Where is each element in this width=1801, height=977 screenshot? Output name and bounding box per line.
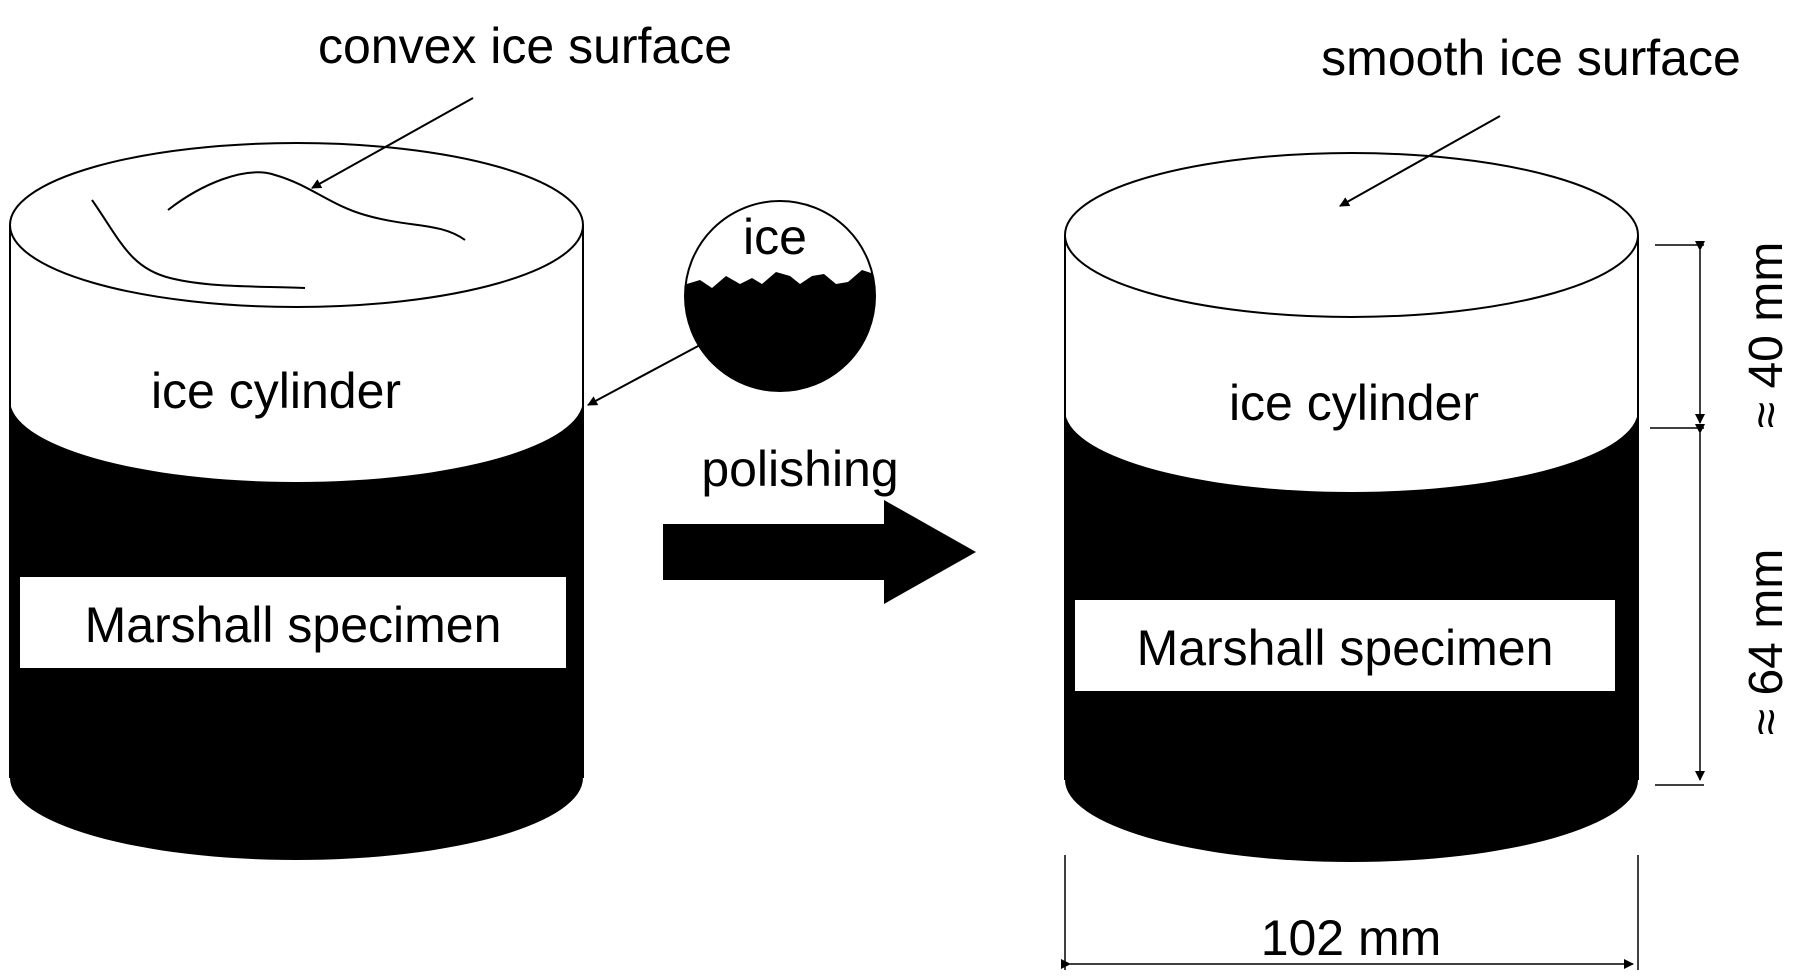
- rough-interface: [685, 270, 875, 391]
- ice-height-label: ≈ 40 mm: [1740, 242, 1793, 428]
- right-cylinder: smooth ice surface ice cylinder Marshall…: [1064, 30, 1741, 862]
- process-arrow-shape: [663, 500, 976, 604]
- right-top-surface: [1064, 152, 1639, 318]
- right-annotation-arrow: [1339, 115, 1501, 207]
- right-annotation-label: smooth ice surface: [1321, 30, 1741, 86]
- left-specimen-label-box: [20, 577, 566, 668]
- left-ice-label: ice cylinder: [151, 363, 401, 419]
- right-specimen-label-box: [1075, 600, 1615, 691]
- convex-contour-1: [91, 199, 306, 289]
- polishing-arrow: polishing: [663, 441, 976, 604]
- diameter-label: 102 mm: [1261, 910, 1442, 966]
- callout-ice-label: ice: [743, 209, 807, 265]
- callout-leader-arrow: [587, 344, 701, 406]
- left-annotation-label: convex ice surface: [318, 18, 732, 74]
- right-ice-label: ice cylinder: [1229, 375, 1479, 431]
- right-specimen-label: Marshall specimen: [1137, 620, 1554, 676]
- specimen-height-label: ≈ 64 mm: [1740, 549, 1793, 735]
- ice-detail-callout: ice: [587, 200, 876, 406]
- convex-contour-2: [167, 171, 466, 241]
- left-cylinder: convex ice surface ice cylinder Marshall…: [9, 18, 732, 860]
- left-top-surface: [9, 142, 584, 308]
- dimension-lines: [1061, 241, 1705, 970]
- left-specimen-label: Marshall specimen: [85, 597, 502, 653]
- process-label: polishing: [701, 441, 898, 497]
- left-annotation-arrow: [311, 97, 474, 189]
